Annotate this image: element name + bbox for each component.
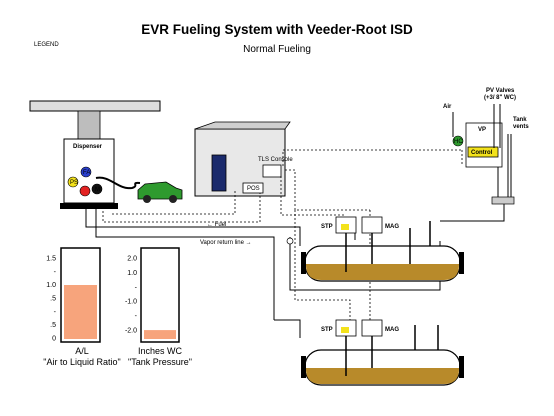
air-label: Air <box>443 104 452 110</box>
control-box <box>467 146 499 158</box>
mag-bottom-box <box>361 319 383 337</box>
vent-manifold <box>491 196 515 205</box>
gauge-tick-label: 2.0 <box>127 256 137 263</box>
gauge-tick-label: 0 <box>52 336 56 343</box>
vapor-return-fitting <box>286 237 294 245</box>
pos-box <box>242 182 264 194</box>
building-door <box>211 154 227 192</box>
gauge-al-label: A/L <box>75 346 89 356</box>
gauge-tick-label: 1.5 <box>46 256 56 263</box>
building <box>194 128 286 197</box>
gauge-tick-label: - <box>135 284 138 291</box>
mag-top-box <box>361 216 383 234</box>
tank-bottom-cap-right <box>459 356 464 378</box>
ps-sensor <box>67 176 79 188</box>
tank-bottom-fuel <box>306 368 459 384</box>
mag-top-label: MAG <box>385 224 399 230</box>
tank-top-fuel <box>306 264 459 280</box>
tank-vents-label-2: vents <box>513 124 529 130</box>
fa-sensor <box>80 166 92 178</box>
gauge-tick-label: .5 <box>50 322 56 329</box>
control-label: Control <box>471 150 493 156</box>
car <box>137 181 183 200</box>
dispenser-label: Dispenser <box>73 144 103 150</box>
page-subtitle: Normal Fueling <box>243 44 311 55</box>
stp-bottom-label: STP <box>321 327 333 333</box>
canopy <box>29 100 161 112</box>
pv-valves-label: PV Valves <box>486 88 515 94</box>
vent-piping <box>440 104 512 222</box>
tank-bottom-cap-left <box>301 356 306 378</box>
vapor-return-label: Vapor return line → <box>200 240 252 246</box>
gauge-al-fill <box>64 285 97 339</box>
gauge-tick-label: .5 <box>50 296 56 303</box>
gauge-pressure-ticks: 2.0 1.0 - -1.0 - -2.0 <box>125 256 138 335</box>
fa-label: FA <box>83 170 90 176</box>
gauge-al-ticks: 1.5 - 1.0 .5 - .5 0 <box>46 256 56 343</box>
vp-box <box>465 122 503 168</box>
car-wheel-rear <box>169 195 177 203</box>
nozzle-hose <box>95 176 141 190</box>
pos-label: POS <box>247 186 260 192</box>
wiring <box>102 169 371 320</box>
tank-top-cap-left <box>301 252 306 274</box>
gauge-tick-label: 1.0 <box>46 282 56 289</box>
tank-top-cap-right <box>459 252 464 274</box>
car-wheel-front <box>143 195 151 203</box>
gauge-tick-label: - <box>54 269 57 276</box>
gauge-pressure-label: Inches WC <box>138 346 183 356</box>
vapor-meter <box>91 183 103 195</box>
gauge-tick-label: - <box>54 309 57 316</box>
hc-sensor <box>452 135 464 147</box>
legend-label: LEGEND <box>34 42 59 48</box>
gauge-tick-label: - <box>135 313 138 320</box>
gauge-tick-label: 1.0 <box>127 270 137 277</box>
gauge-pressure-caption: "Tank Pressure" <box>128 357 192 367</box>
mag-bottom-label: MAG <box>385 327 399 333</box>
gauge-pressure-frame <box>140 247 180 343</box>
fuel-label: ← Fuel <box>207 222 226 228</box>
vapor-valve <box>79 185 91 197</box>
stp-top-label: STP <box>321 224 333 230</box>
stp-bottom-motor <box>341 327 349 333</box>
tls-console-label: TLS Console <box>258 157 293 163</box>
vp-wiring <box>282 149 463 166</box>
hc-label: HC <box>454 139 463 145</box>
gauge-al-caption: "Air to Liquid Ratio" <box>43 357 120 367</box>
page-title: EVR Fueling System with Veeder-Root ISD <box>141 22 413 37</box>
gauge-tick-label: -2.0 <box>125 328 137 335</box>
gauge-tick-label: -1.0 <box>125 299 137 306</box>
building-roof <box>194 121 291 130</box>
canopy-pillar <box>77 110 101 140</box>
dispenser-island <box>60 203 118 209</box>
vp-label: VP <box>478 127 486 133</box>
stp-top-motor <box>341 224 349 230</box>
tls-console-box <box>262 164 282 178</box>
vm-label: M <box>95 187 100 193</box>
ps-label: PS <box>70 180 78 186</box>
tank-vents-label-1: Tank <box>513 117 527 123</box>
gauge-pressure-fill <box>144 330 176 339</box>
pv-valves-sub-label: (+3/ 8" WC) <box>484 95 516 101</box>
